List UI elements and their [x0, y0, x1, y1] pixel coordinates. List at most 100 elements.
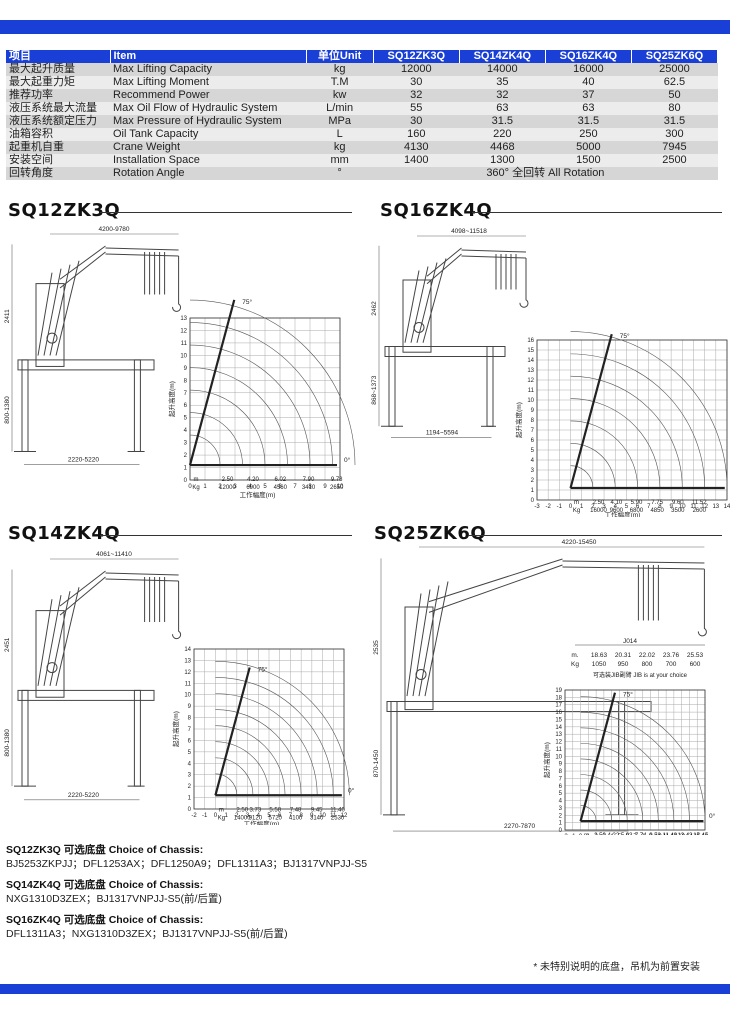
load-radius-label: 9.58: [649, 833, 661, 835]
x-axis-title: 工作幅度(m): [240, 490, 276, 499]
jib-capacity: 600: [690, 661, 701, 668]
x-tick-label: 2: [591, 504, 595, 510]
spec-cell-rotation-value: 360° 全回转 All Rotation: [373, 167, 718, 180]
spec-cell-value: 62.5: [631, 76, 718, 89]
model-title: SQ16ZK4Q: [380, 200, 493, 221]
y-tick-label: 9: [531, 408, 535, 414]
boom-75deg: [579, 692, 617, 822]
reach-arc: [215, 773, 238, 796]
load-capacity-label: 6800: [630, 508, 644, 514]
x-tick-label: -2: [562, 834, 568, 835]
spec-cell-value: 50: [631, 89, 718, 102]
height-label: 2411: [4, 309, 11, 323]
load-capacity-label: 5720: [269, 815, 283, 821]
load-radius-label: 2.50: [594, 833, 606, 835]
x-tick-label: 1: [587, 834, 591, 835]
load-capacity-label: 3500: [671, 508, 685, 514]
extension-boom: [562, 566, 705, 570]
header-unit: 单位Unit: [306, 50, 374, 63]
spec-cell-value: 16000: [545, 63, 632, 76]
reach-arc: [189, 344, 311, 466]
x-tick-label: 1: [203, 484, 207, 490]
x-tick-label: 5: [263, 484, 267, 490]
crane-diagram-sq25zk6q: 4220-154502535870-14502270-7870-2-101234…: [365, 535, 730, 835]
angle-label: 0°: [709, 812, 716, 820]
x-tick-label: -1: [202, 813, 208, 819]
load-radius-label: 9.78: [331, 477, 343, 483]
jib-radius: 22.02: [639, 652, 656, 659]
spec-cell-en: Max Lifting Moment: [110, 76, 306, 89]
boom-section: [55, 587, 80, 686]
y-tick-label: 11: [556, 747, 563, 753]
jib-title: J014: [623, 638, 637, 645]
load-capacity-label: 2530: [331, 815, 345, 821]
spec-cell-value: 1400: [373, 154, 460, 167]
y-tick-label: 14: [555, 725, 562, 731]
x-tick-label: 9: [649, 834, 653, 835]
x-tick-label: 3: [246, 813, 250, 819]
spec-cell-value: 250: [545, 128, 632, 141]
y-tick-label: 4: [531, 458, 535, 464]
reach-arc: [215, 725, 286, 796]
spec-cell-en: Max Lifting Capacity: [110, 63, 306, 76]
reach-arc: [570, 420, 638, 489]
reach-label: 4220-15450: [562, 539, 597, 546]
y-tick-label: 12: [180, 328, 187, 334]
extension-boom: [105, 572, 179, 576]
x-tick-label: 14: [686, 834, 693, 835]
reach-arc: [570, 465, 594, 489]
slew-gear: [46, 662, 58, 674]
angle-label: 75°: [620, 332, 630, 340]
y-tick-label: 2: [531, 478, 535, 484]
x-tick-label: -1: [570, 834, 576, 835]
slew-gear: [413, 322, 425, 333]
reach-label: 4098~11518: [451, 228, 487, 235]
x-tick-label: 0: [188, 484, 192, 490]
hook-icon: [697, 569, 707, 637]
main-boom: [428, 558, 563, 603]
y-tick-label: 2: [559, 813, 563, 819]
y-tick-label: 11: [181, 341, 188, 347]
x-tick-label: 2: [594, 834, 598, 835]
spec-cell-zh: 起重机自重: [6, 141, 110, 154]
x-tick-label: 2: [235, 813, 239, 819]
load-capacity-label: 4560: [274, 485, 288, 491]
base-beam: [384, 346, 506, 357]
reach-arc: [189, 322, 333, 466]
angle-label: 0°: [344, 456, 351, 464]
x-tick-label: 10: [679, 504, 686, 510]
reach-arc: [570, 375, 683, 489]
slew-gear: [46, 332, 58, 344]
y-tick-label: 1: [559, 821, 563, 827]
y-tick-label: 16: [527, 338, 534, 344]
slew-gear: [415, 669, 427, 680]
load-radius-label: 13.43: [678, 833, 694, 835]
spec-cell: 回转角度: [6, 167, 110, 180]
y-tick-label: 0: [184, 478, 188, 484]
extension-boom: [461, 255, 527, 259]
spec-cell-value: 12000: [373, 63, 460, 76]
load-radius-label: 6.02: [274, 477, 286, 483]
x-tick-label: 7: [633, 834, 637, 835]
model-title: SQ25ZK6Q: [374, 523, 487, 544]
load-radius-label: 2.50: [222, 477, 234, 483]
x-tick-label: 6: [278, 813, 282, 819]
y-tick-label: 5: [559, 791, 563, 797]
x-tick-label: 9: [669, 504, 673, 510]
jib-radius: 25.53: [687, 652, 704, 659]
y-tick-label: 8: [184, 378, 188, 384]
boom-section: [37, 272, 53, 356]
x-tick-label: 8: [308, 484, 312, 490]
y-tick-label: 8: [188, 716, 192, 722]
spec-cell-unit: T.M: [306, 76, 374, 89]
base-beam: [386, 701, 652, 712]
spec-cell-value: 37: [545, 89, 632, 102]
